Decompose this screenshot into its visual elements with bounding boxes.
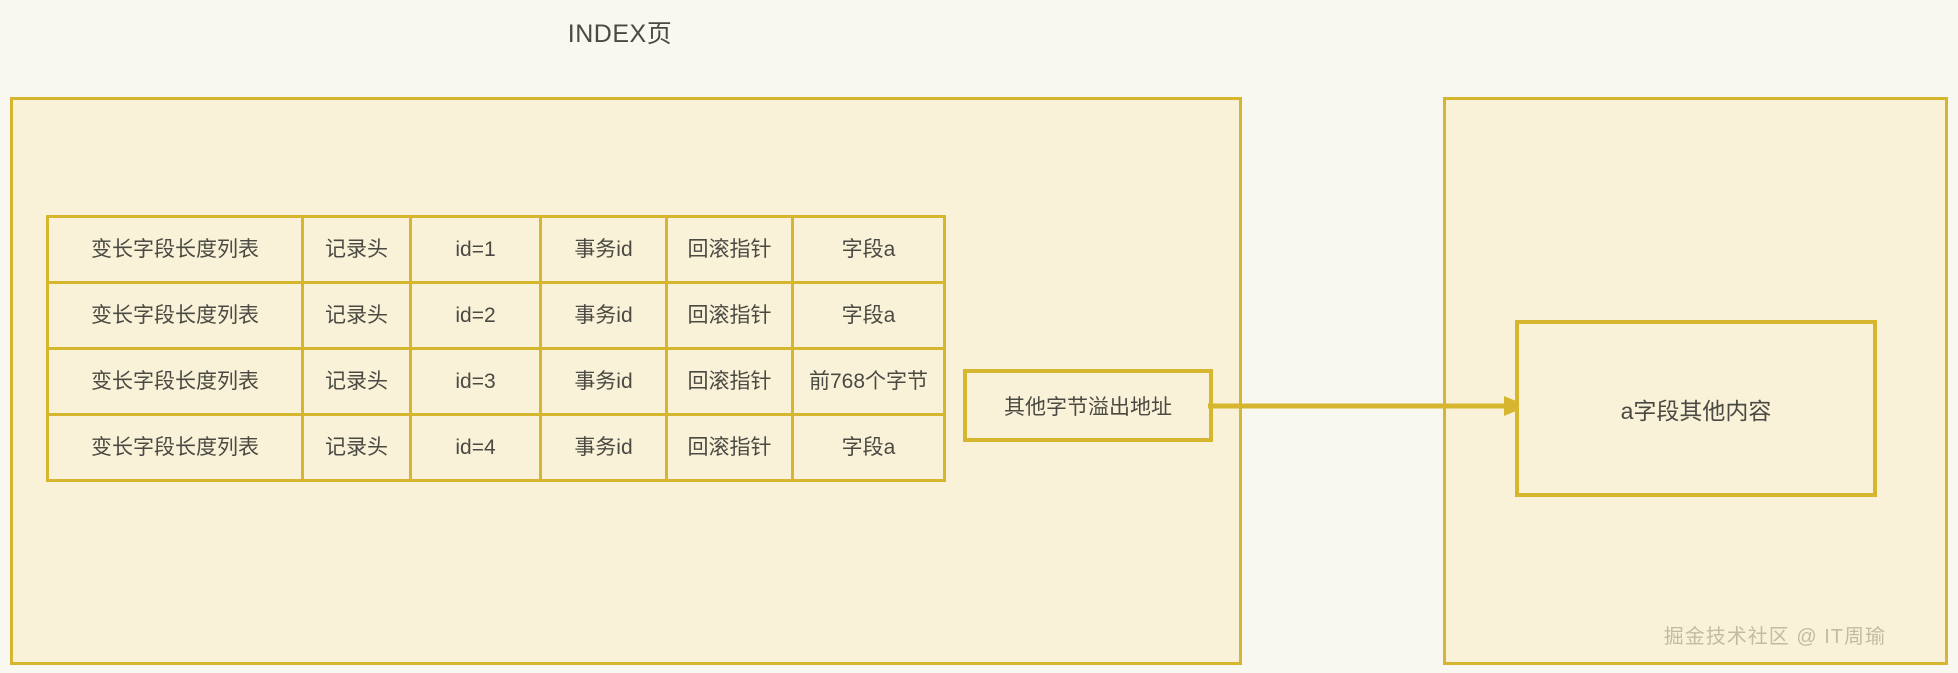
overflow-connector-arrow — [1208, 396, 1528, 416]
cell-var-len-list: 变长字段长度列表 — [46, 347, 304, 416]
cell-field-a: 字段a — [791, 281, 946, 350]
table-row: 变长字段长度列表 记录头 id=1 事务id 回滚指针 字段a — [46, 215, 946, 284]
record-table: 变长字段长度列表 记录头 id=1 事务id 回滚指针 字段a 变长字段长度列表… — [46, 215, 946, 482]
field-a-remainder-box: a字段其他内容 — [1515, 320, 1877, 497]
cell-field-a: 字段a — [791, 413, 946, 482]
cell-id: id=3 — [409, 347, 542, 416]
watermark: 掘金技术社区 @ IT周瑜 — [1663, 626, 1886, 648]
cell-var-len-list: 变长字段长度列表 — [46, 281, 304, 350]
table-row: 变长字段长度列表 记录头 id=2 事务id 回滚指针 字段a — [46, 281, 946, 350]
cell-id: id=1 — [409, 215, 542, 284]
cell-id: id=2 — [409, 281, 542, 350]
cell-record-header: 记录头 — [301, 281, 412, 350]
cell-record-header: 记录头 — [301, 347, 412, 416]
cell-var-len-list: 变长字段长度列表 — [46, 215, 304, 284]
cell-record-header: 记录头 — [301, 413, 412, 482]
cell-field-a: 字段a — [791, 215, 946, 284]
cell-roll-pointer: 回滚指针 — [665, 347, 794, 416]
overflow-address-box: 其他字节溢出地址 — [963, 369, 1213, 442]
cell-roll-pointer: 回滚指针 — [665, 215, 794, 284]
cell-var-len-list: 变长字段长度列表 — [46, 413, 304, 482]
page-title: INDEX页 — [567, 20, 673, 48]
cell-id: id=4 — [409, 413, 542, 482]
cell-trx-id: 事务id — [539, 413, 668, 482]
cell-roll-pointer: 回滚指针 — [665, 281, 794, 350]
table-row: 变长字段长度列表 记录头 id=3 事务id 回滚指针 前768个字节 — [46, 347, 946, 416]
cell-trx-id: 事务id — [539, 281, 668, 350]
cell-trx-id: 事务id — [539, 215, 668, 284]
cell-record-header: 记录头 — [301, 215, 412, 284]
cell-trx-id: 事务id — [539, 347, 668, 416]
table-row: 变长字段长度列表 记录头 id=4 事务id 回滚指针 字段a — [46, 413, 946, 482]
cell-field-a-prefix: 前768个字节 — [791, 347, 946, 416]
cell-roll-pointer: 回滚指针 — [665, 413, 794, 482]
